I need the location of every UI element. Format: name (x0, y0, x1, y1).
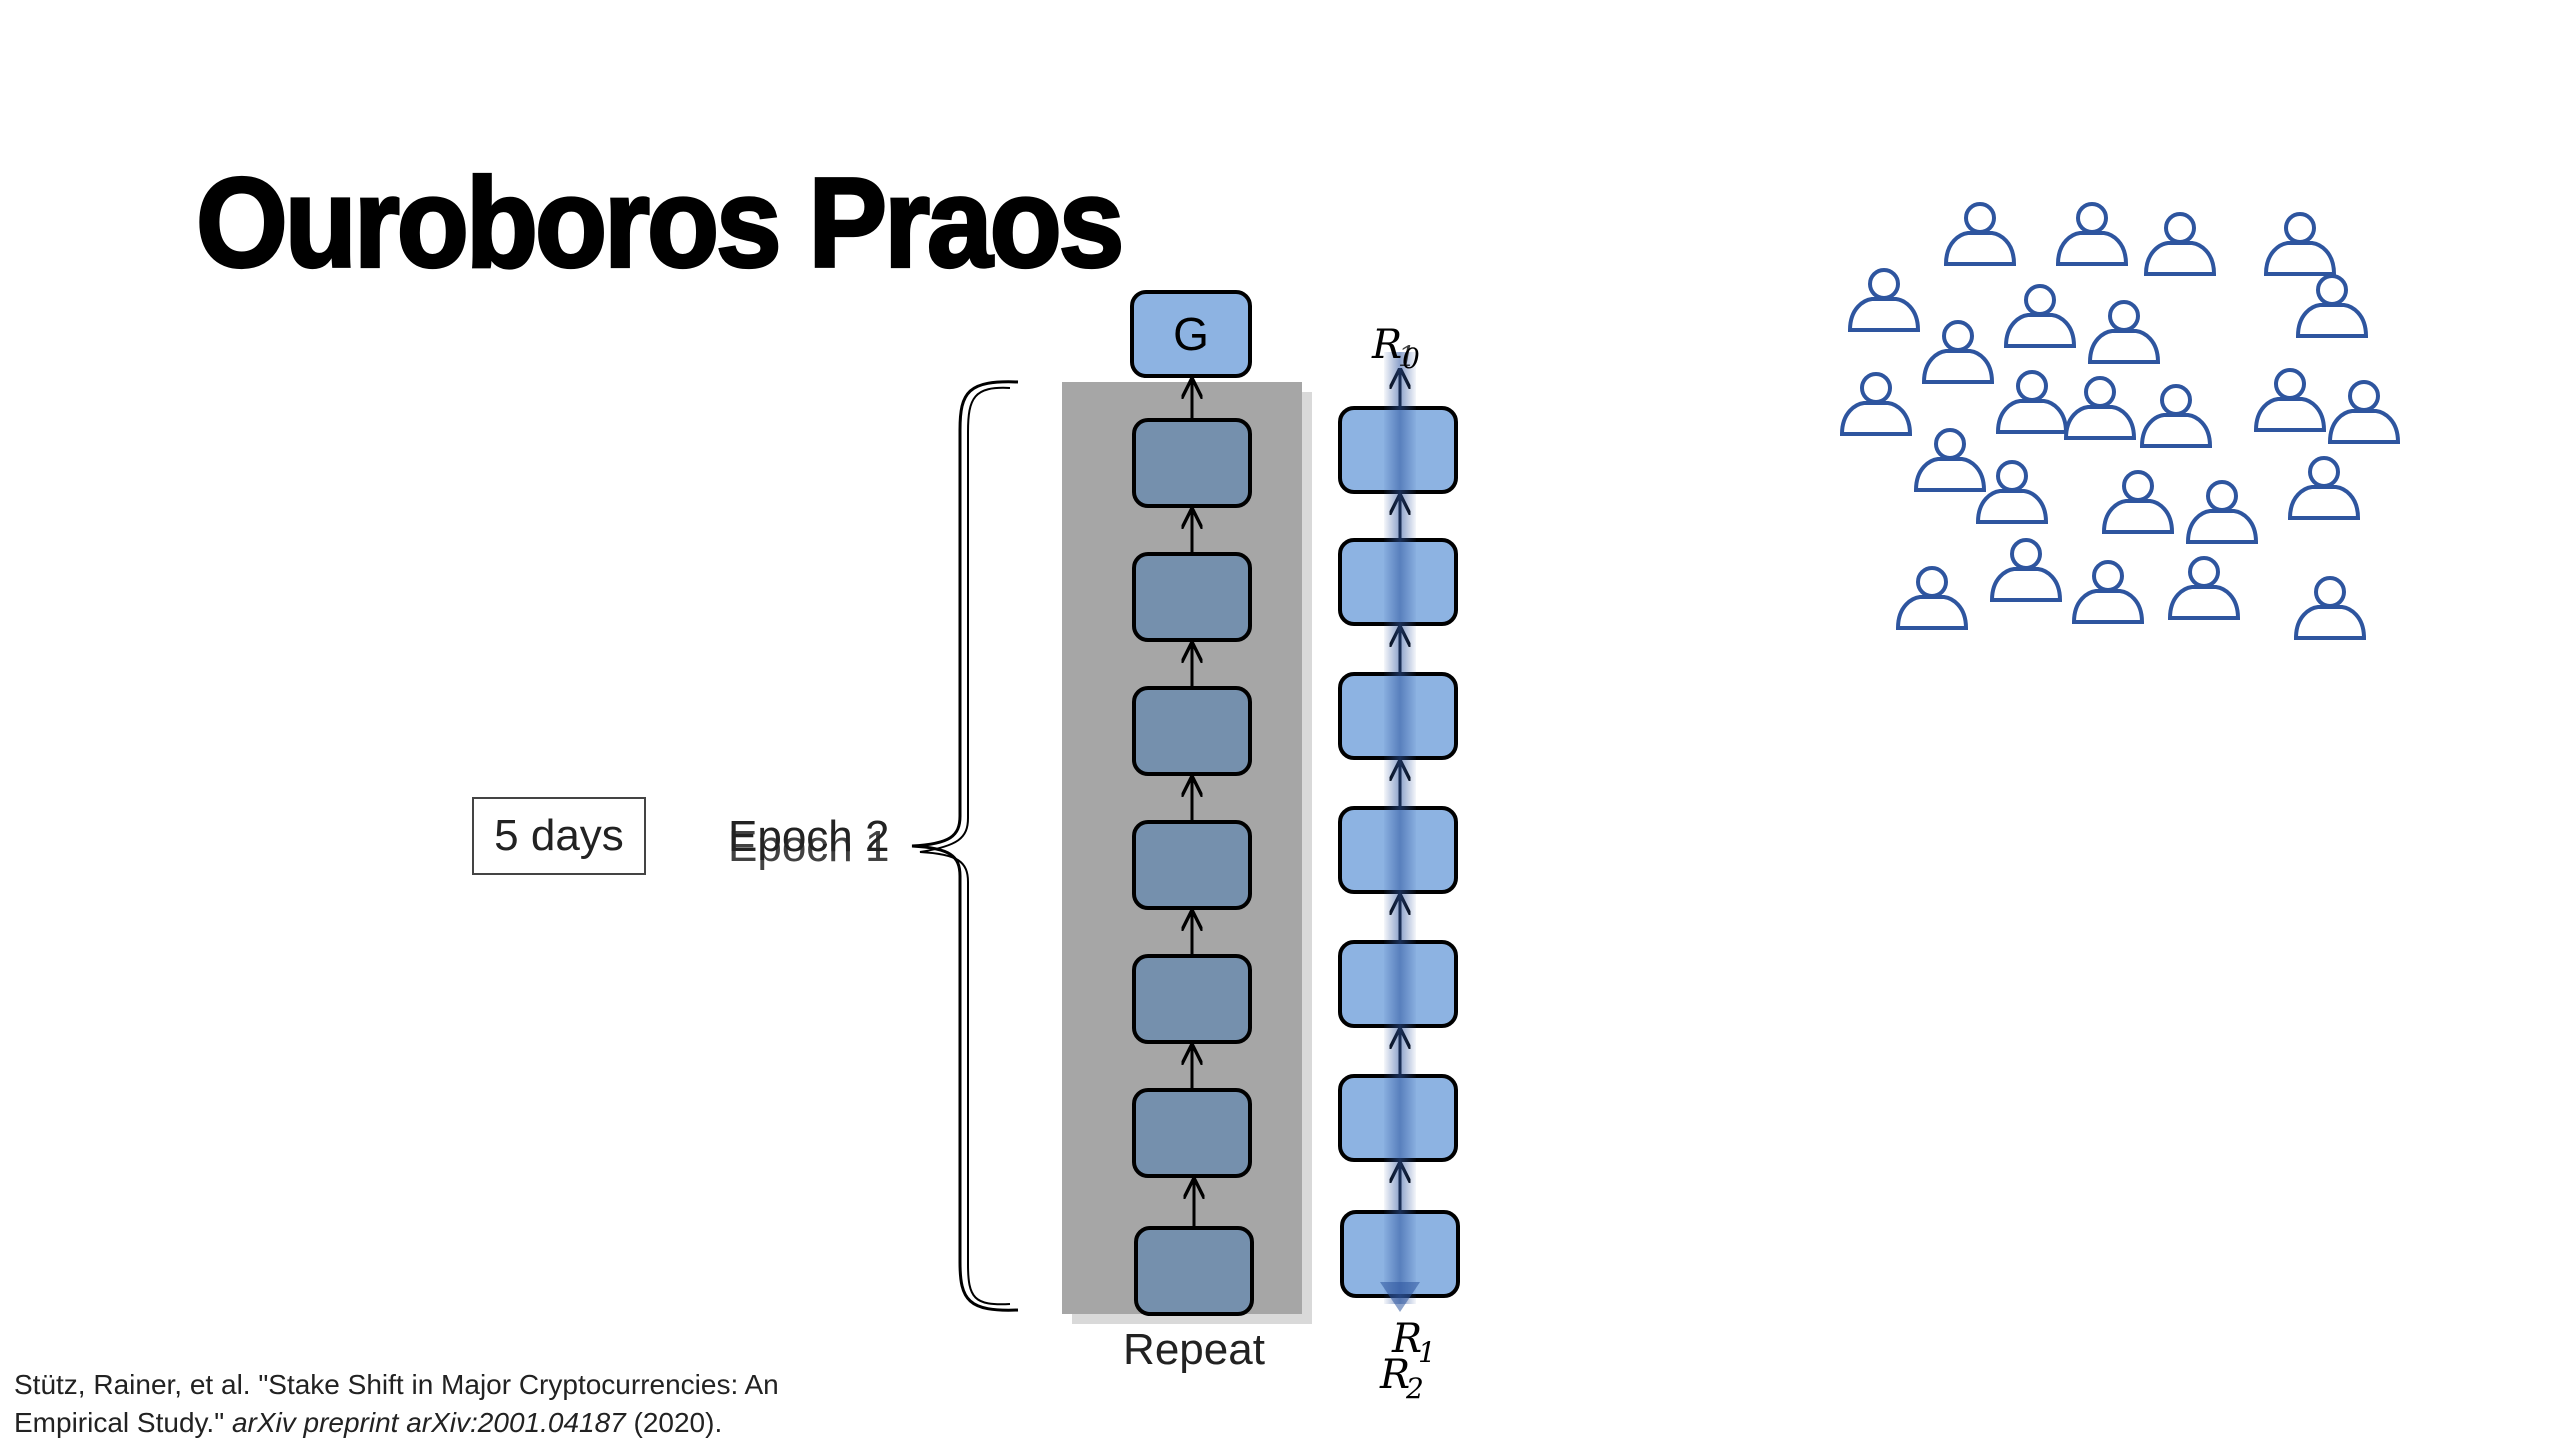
user-icon (2287, 456, 2361, 520)
randomness-beam-tip (1380, 1282, 1420, 1312)
randomness-top-label: R (1371, 322, 1402, 368)
user-icon (2087, 300, 2161, 364)
epoch-label-2: Epoch 2 (728, 812, 890, 861)
randomness-beam (1384, 352, 1416, 1304)
randomness-bottom-label-a: R (1391, 1316, 1422, 1362)
genesis-block (1130, 290, 1252, 378)
chain-block (1134, 1226, 1254, 1316)
user-icon (2167, 556, 2241, 620)
epoch-duration-label: 5 days (494, 811, 624, 860)
user-icon (2185, 480, 2259, 544)
epoch-brace-shadow (919, 386, 1011, 1306)
repeat-label: Repeat (1123, 1325, 1265, 1374)
user-icon (2327, 380, 2401, 444)
randomness-bottom-sub-a: 1 (1418, 1336, 1436, 1369)
user-icon (2143, 212, 2217, 276)
chain-block (1132, 418, 1252, 508)
user-icon (1943, 202, 2017, 266)
user-icon (2063, 376, 2137, 440)
user-icon (2071, 560, 2145, 624)
epoch-chain (1132, 380, 1254, 1316)
user-icon (2055, 202, 2129, 266)
user-icon (1847, 268, 1921, 332)
slide-title: Ouroboros Praos (194, 151, 1125, 297)
citation-line-2: Empirical Study." arXiv preprint arXiv:2… (14, 1404, 779, 1442)
chain-block (1132, 552, 1252, 642)
user-icon (2293, 576, 2367, 640)
chain-block (1132, 686, 1252, 776)
user-icon (2101, 470, 2175, 534)
user-icon (2263, 212, 2337, 276)
user-icon (1839, 372, 1913, 436)
chain-block (1132, 1088, 1252, 1178)
randomness-top-sub-b: 0 (1402, 342, 1420, 375)
user-icon (2295, 274, 2369, 338)
user-icon (1975, 460, 2049, 524)
citation: Stütz, Rainer, et al. "Stake Shift in Ma… (14, 1366, 779, 1442)
user-icon (2253, 368, 2327, 432)
epoch-label-1: Epoch 1 (728, 822, 890, 871)
user-icon (1995, 370, 2069, 434)
user-icon (2139, 384, 2213, 448)
epoch-brace (911, 380, 1019, 1312)
epoch-duration-box: 5 days (472, 797, 646, 875)
genesis-block-label: G (1173, 308, 1209, 360)
user-icon (1913, 428, 1987, 492)
stakeholder-crowd (1839, 202, 2401, 640)
randomness-top-sub-a: 1 (1398, 340, 1416, 373)
citation-title-end: Empirical Study." (14, 1407, 225, 1438)
user-icon (1989, 538, 2063, 602)
citation-source: arXiv preprint arXiv:2001.04187 (231, 1407, 626, 1438)
randomness-bottom-sub-b: 2 (1405, 1372, 1424, 1405)
randomness-bottom-label-b: R (1379, 1352, 1410, 1398)
user-icon (1895, 566, 1969, 630)
chain-block (1132, 820, 1252, 910)
citation-line-1: Stütz, Rainer, et al. "Stake Shift in Ma… (14, 1369, 779, 1400)
citation-year: (2020). (633, 1407, 723, 1438)
chain-block (1132, 954, 1252, 1044)
user-icon (1921, 320, 1995, 384)
user-icon (2003, 284, 2077, 348)
